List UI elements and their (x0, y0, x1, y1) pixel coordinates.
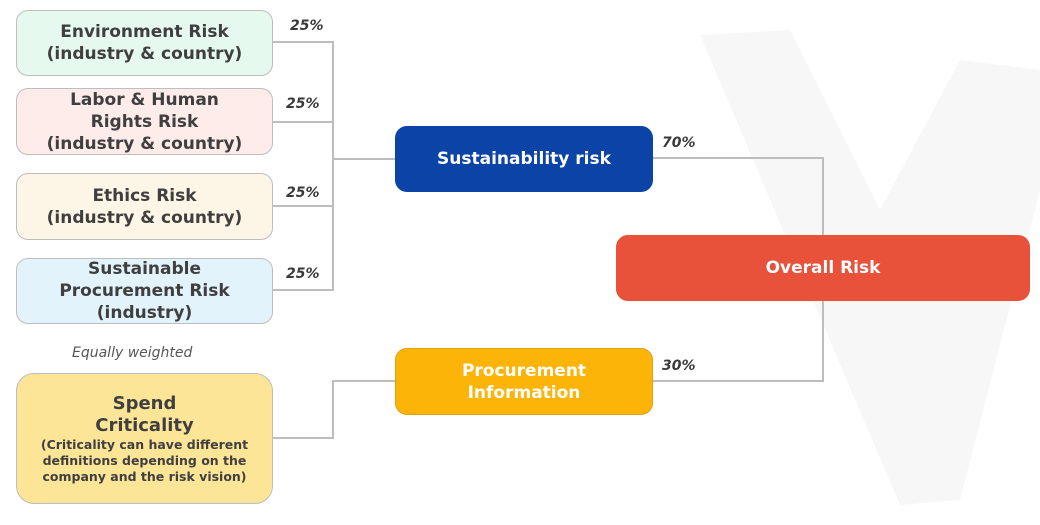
sustainable-procurement-weight: 25% (286, 266, 320, 282)
procurement-weight: 30% (662, 358, 696, 374)
sustainability-risk-node: Sustainability risk (395, 126, 653, 192)
equally-weighted-note: Equally weighted (72, 345, 193, 361)
ethics-risk-node: Ethics Risk (industry & country) (16, 173, 273, 240)
environment-risk-node: Environment Risk (industry & country) (16, 10, 273, 76)
sustainable-procurement-risk-node: Sustainable Procurement Risk (industry) (16, 258, 273, 324)
procurement-information-node: Procurement Information (395, 348, 653, 415)
sustainability-weight: 70% (662, 135, 696, 151)
environment-weight: 25% (290, 18, 324, 34)
labor-weight: 25% (286, 96, 320, 112)
spend-criticality-node: Spend Criticality (Criticality can have … (16, 373, 273, 504)
overall-risk-node: Overall Risk (616, 235, 1030, 301)
labor-human-rights-risk-node: Labor & Human Rights Risk (industry & co… (16, 88, 273, 155)
ethics-weight: 25% (286, 185, 320, 201)
